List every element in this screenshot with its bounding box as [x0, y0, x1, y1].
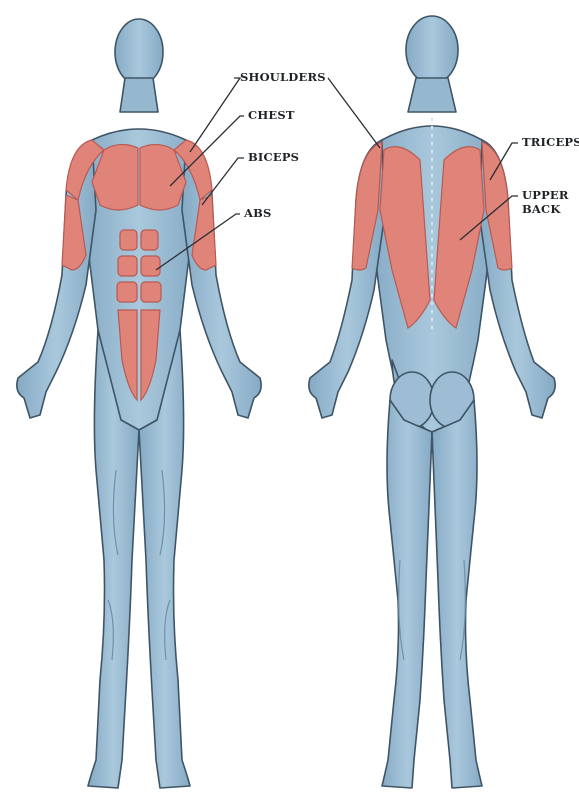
abs-segment	[120, 230, 137, 250]
label-chest: CHEST	[248, 109, 295, 122]
label-biceps: BICEPS	[248, 151, 299, 164]
label-upper-back-line1: UPPER	[522, 189, 569, 202]
abs-segment	[118, 256, 137, 276]
label-abs: ABS	[244, 207, 272, 220]
front-body-figure	[17, 19, 261, 788]
back-body-figure	[309, 16, 555, 788]
label-upper-back-line2: BACK	[522, 203, 561, 216]
leader-line-shoulders-back	[328, 78, 380, 148]
abs-segment	[141, 282, 161, 302]
abs-segment	[117, 282, 137, 302]
abs-segment	[141, 256, 160, 276]
abs-segment	[141, 230, 158, 250]
label-triceps: TRICEPS	[522, 136, 579, 149]
label-shoulders: SHOULDERS	[240, 71, 326, 84]
